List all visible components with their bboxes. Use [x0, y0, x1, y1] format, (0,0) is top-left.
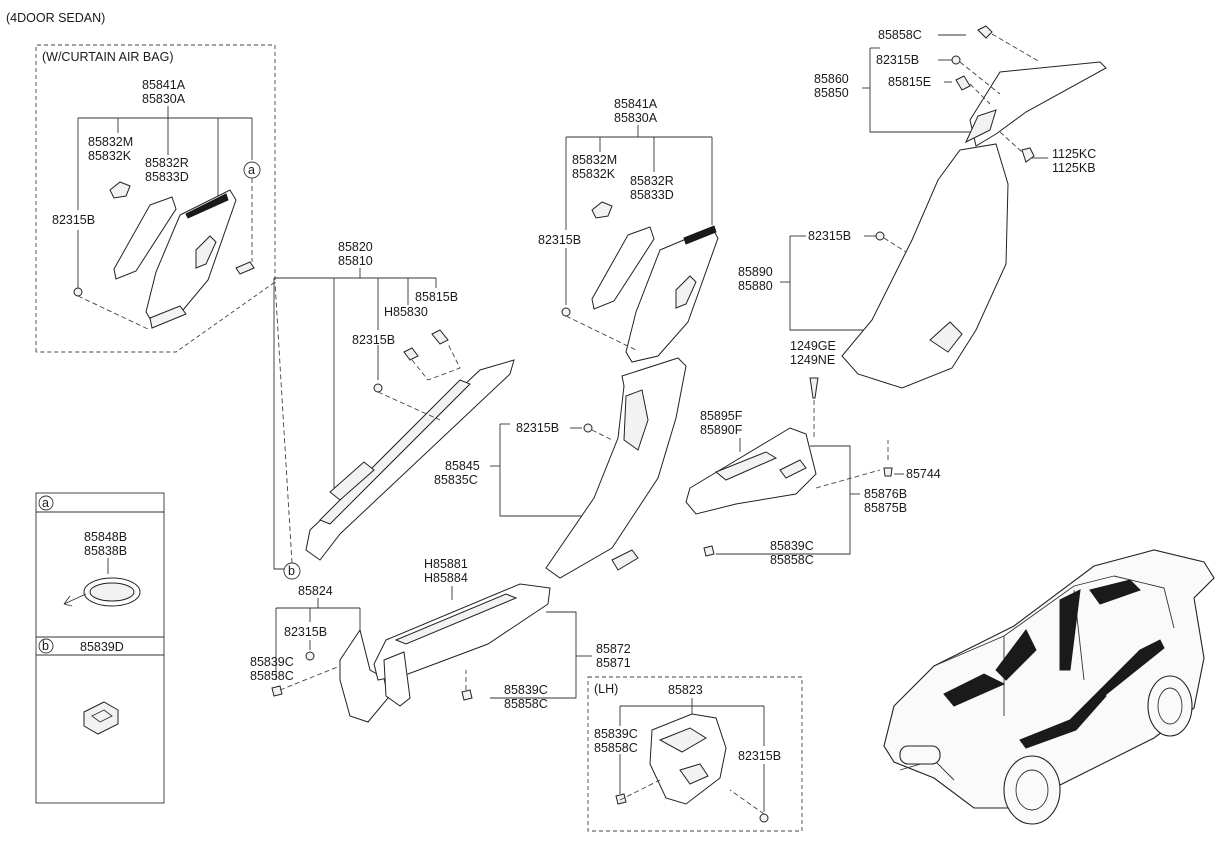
front-scuff-plate-part	[373, 583, 551, 681]
label-85815E[interactable]: 85815E	[888, 75, 931, 89]
quarter-trim-part	[841, 143, 1009, 389]
b-pillar-lower-group: 82315B 85845 85835C	[434, 357, 687, 579]
lh-title: (LH)	[594, 682, 618, 696]
rear-scuff-plate-part	[685, 427, 817, 515]
rear-pillar-group: 85858C 82315B 85815E 85860 85850 1125KC …	[814, 25, 1107, 175]
center-pillar-garnish-part	[113, 196, 177, 280]
label-82315B-a[interactable]: 82315B	[52, 213, 95, 227]
label-85832R-b[interactable]: 85832R	[630, 174, 674, 188]
label-85858C-c[interactable]: 85858C	[250, 669, 294, 683]
label-85841A-a[interactable]: 85841A	[142, 78, 186, 92]
label-85830A-b[interactable]: 85830A	[614, 111, 658, 125]
label-85810[interactable]: 85810	[338, 254, 373, 268]
label-85876B[interactable]: 85876B	[864, 487, 907, 501]
callout-a-marker[interactable]: a	[248, 163, 255, 177]
center-pillar-group: 85841A 85830A 85832M 85832K 85832R 85833…	[538, 97, 719, 363]
vehicle-illustration	[883, 549, 1215, 825]
a-pillar-group: 85820 85810 85815B H85830 82315B b	[273, 240, 515, 580]
label-85832K-a[interactable]: 85832K	[88, 149, 132, 163]
label-85890[interactable]: 85890	[738, 265, 773, 279]
label-85832M-a[interactable]: 85832M	[88, 135, 133, 149]
lh-group: (LH) 85823 85839C 85858C 82315B	[587, 676, 803, 832]
legend-a-letter: a	[42, 496, 49, 510]
label-82315B-f[interactable]: 82315B	[516, 421, 559, 435]
label-1125KC[interactable]: 1125KC	[1052, 147, 1096, 161]
label-85871[interactable]: 85871	[596, 656, 631, 670]
a-pillar-trim-part	[305, 359, 515, 561]
trim-clip-part	[109, 181, 131, 199]
label-82315B-d[interactable]: 82315B	[876, 53, 919, 67]
label-85830A-a[interactable]: 85830A	[142, 92, 186, 106]
label-85839C-c[interactable]: 85839C	[504, 683, 548, 697]
b-pillar-lower-trim-part	[545, 357, 687, 579]
label-85820[interactable]: 85820	[338, 240, 373, 254]
lower-bracket-85823-part	[649, 713, 727, 805]
label-H85881[interactable]: H85881	[424, 557, 468, 571]
label-82315B-c[interactable]: 82315B	[538, 233, 581, 247]
clip-85839d-part	[83, 701, 119, 735]
label-85841A-b[interactable]: 85841A	[614, 97, 658, 111]
front-scuff-group: H85881 H85884 85872 85871 85839C 85858C	[373, 557, 631, 711]
label-1249GE[interactable]: 1249GE	[790, 339, 836, 353]
label-H85884[interactable]: H85884	[424, 571, 468, 585]
clip-85815b-part	[431, 329, 449, 345]
clip-h85830-part	[403, 347, 419, 361]
label-H85830[interactable]: H85830	[384, 305, 428, 319]
label-85832R-a[interactable]: 85832R	[145, 156, 189, 170]
label-85839C-d[interactable]: 85839C	[594, 727, 638, 741]
label-85839C-b[interactable]: 85839C	[250, 655, 294, 669]
label-85895F[interactable]: 85895F	[700, 409, 743, 423]
callout-b-marker[interactable]: b	[288, 564, 295, 578]
curtain-airbag-group: (W/CURTAIN AIR BAG) 85841A 85830A 85832M…	[35, 44, 276, 353]
label-85823[interactable]: 85823	[668, 683, 703, 697]
label-85839C-a[interactable]: 85839C	[770, 539, 814, 553]
label-85875B[interactable]: 85875B	[864, 501, 907, 515]
label-85858C-d[interactable]: 85858C	[504, 697, 548, 711]
label-82315B-g[interactable]: 82315B	[284, 625, 327, 639]
rear-pillar-upper-part	[969, 61, 1107, 147]
label-82315B-b[interactable]: 82315B	[352, 333, 395, 347]
label-85815B[interactable]: 85815B	[415, 290, 458, 304]
label-85872[interactable]: 85872	[596, 642, 631, 656]
label-85858C-e[interactable]: 85858C	[594, 741, 638, 755]
label-85744[interactable]: 85744	[906, 467, 941, 481]
label-85890F[interactable]: 85890F	[700, 423, 743, 437]
label-1249NE[interactable]: 1249NE	[790, 353, 835, 367]
label-85880[interactable]: 85880	[738, 279, 773, 293]
label-85832K-b[interactable]: 85832K	[572, 167, 616, 181]
legend-b-code-1[interactable]: 85839D	[80, 640, 124, 654]
airbag-emblem-small	[235, 261, 255, 275]
label-85832M-b[interactable]: 85832M	[572, 153, 617, 167]
label-1125KB[interactable]: 1125KB	[1052, 161, 1096, 175]
curtain-airbag-title: (W/CURTAIN AIR BAG)	[42, 50, 174, 64]
label-85833D-a[interactable]: 85833D	[145, 170, 189, 184]
pillar-lower-85824-group: 85824 82315B 85839C 85858C	[250, 584, 389, 723]
label-85833D-b[interactable]: 85833D	[630, 188, 674, 202]
model-title: (4DOOR SEDAN)	[6, 11, 105, 25]
label-85835C[interactable]: 85835C	[434, 473, 478, 487]
legend-a-code-1[interactable]: 85848B	[84, 530, 127, 544]
quarter-trim-group: 82315B 85890 85880 1249GE 1249NE	[738, 143, 1009, 440]
label-85858C-b[interactable]: 85858C	[770, 553, 814, 567]
label-85845[interactable]: 85845	[445, 459, 480, 473]
rear-scuff-group: 85895F 85890F 85744 85876B 85875B 85839C…	[685, 409, 941, 567]
legend-b-letter: b	[42, 639, 49, 653]
legend-a-code-2[interactable]: 85838B	[84, 544, 127, 558]
label-82315B-e[interactable]: 82315B	[808, 229, 851, 243]
label-82315B-h[interactable]: 82315B	[738, 749, 781, 763]
label-85850[interactable]: 85850	[814, 86, 849, 100]
label-85858C-a[interactable]: 85858C	[878, 28, 922, 42]
label-85824[interactable]: 85824	[298, 584, 333, 598]
legend-box: a 85848B 85838B b 85839D	[35, 492, 165, 804]
label-85860[interactable]: 85860	[814, 72, 849, 86]
